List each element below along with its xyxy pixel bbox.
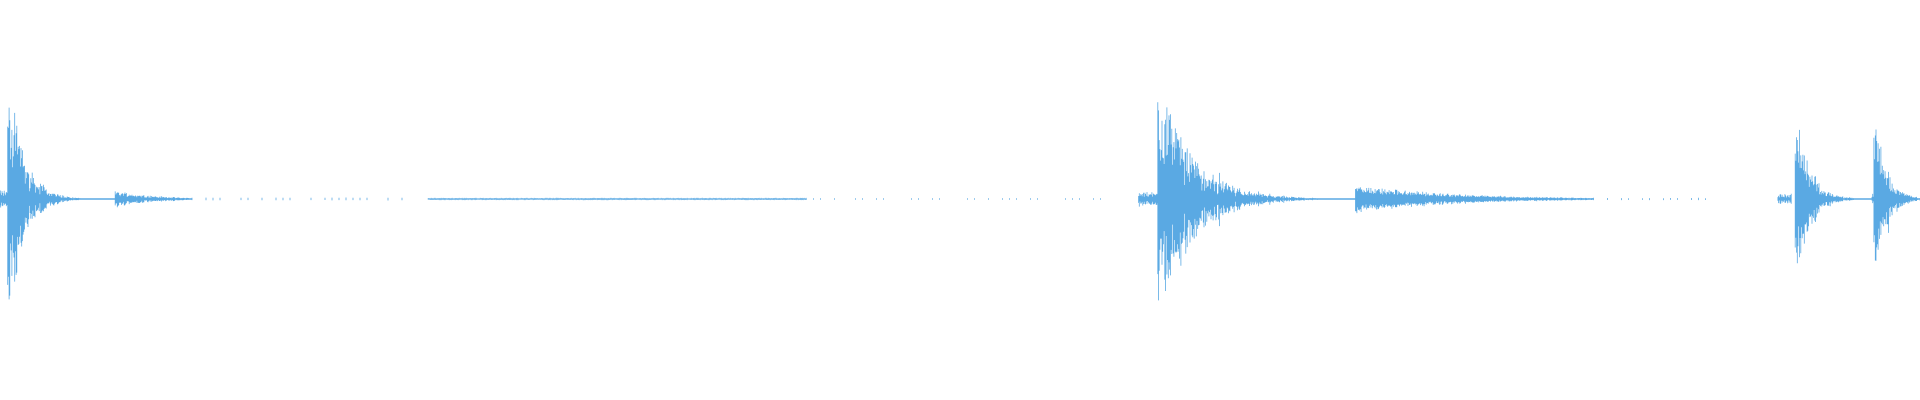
- waveform-path: [0, 102, 1920, 301]
- waveform-samples: [0, 102, 1920, 301]
